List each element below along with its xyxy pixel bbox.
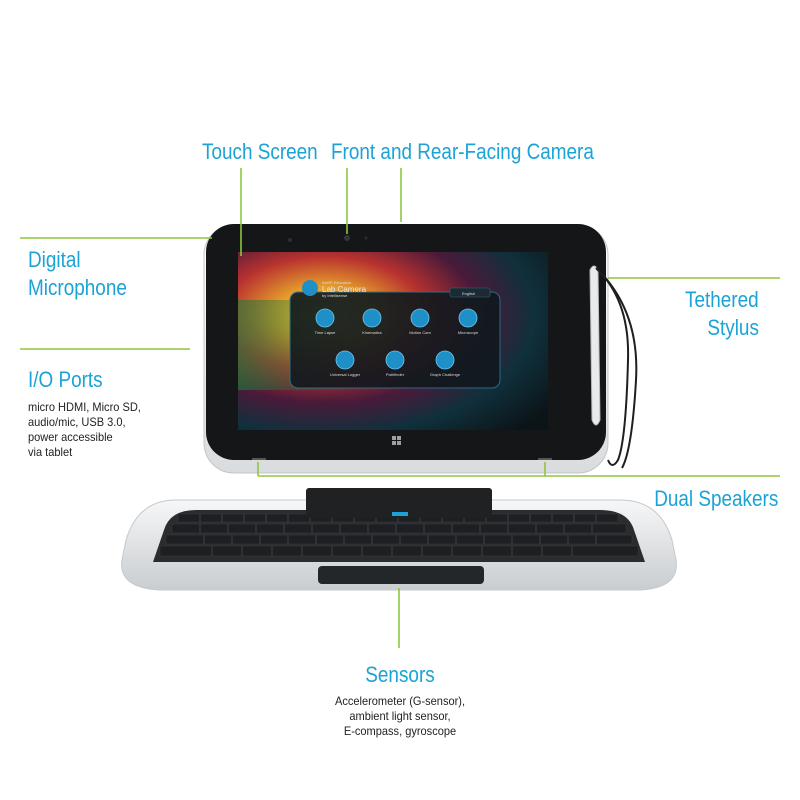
label-touch-screen: Touch Screen: [202, 139, 318, 164]
label-sensors: Sensors: [365, 662, 435, 687]
app-icon-label: Universal Logger: [330, 372, 361, 377]
label-stylus-line2: Stylus: [707, 315, 759, 340]
app-icons: Time Lapse Kinematics Motion Cam Microscope…: [315, 308, 479, 377]
app-icon-label: Graph Challenge: [430, 372, 461, 377]
label-microphone-line1: Digital: [28, 247, 81, 272]
app-icon: [410, 308, 430, 328]
front-camera-icon: [344, 235, 350, 241]
svg-text:Intel® Education: Intel® Education: [322, 280, 351, 285]
stylus-icon: [589, 265, 638, 469]
app-icon-label: Kinematics: [362, 330, 382, 335]
touchpad: [318, 566, 484, 584]
label-stylus-line1: Tethered: [685, 287, 759, 312]
keyboard-dock: [121, 488, 677, 591]
label-dual-speakers: Dual Speakers: [653, 486, 778, 511]
app-icon: [435, 350, 455, 370]
windows-button-icon: [392, 436, 401, 445]
app-icon: [335, 350, 355, 370]
app-icon: [385, 350, 405, 370]
dock-hinge: [306, 488, 492, 518]
app-icon: [458, 308, 478, 328]
svg-text:by Intellisense: by Intellisense: [322, 293, 348, 298]
speaker-right: [538, 458, 552, 460]
app-icon-label: Motion Cam: [409, 330, 431, 335]
tablet: Intel® Education Lab Camera by Intellise…: [203, 224, 638, 474]
app-icon-label: Pathfinder: [386, 372, 405, 377]
app-icon-label: Time Lapse: [315, 330, 337, 335]
svg-text:English: English: [462, 291, 475, 296]
app-icon: [362, 308, 382, 328]
app-icon: [315, 308, 335, 328]
svg-text:Lab Camera: Lab Camera: [322, 285, 367, 294]
speaker-left: [252, 458, 266, 460]
app-icon-label: Microscope: [458, 330, 479, 335]
label-camera: Front and Rear-Facing Camera: [331, 139, 594, 164]
label-io-ports: I/O Ports: [28, 367, 103, 392]
io-ports-description: micro HDMI, Micro SD, audio/mic, USB 3.0…: [28, 400, 141, 459]
label-microphone-line2: Microphone: [28, 275, 127, 300]
sensors-description: Accelerometer (G-sensor), ambient light …: [334, 694, 466, 738]
